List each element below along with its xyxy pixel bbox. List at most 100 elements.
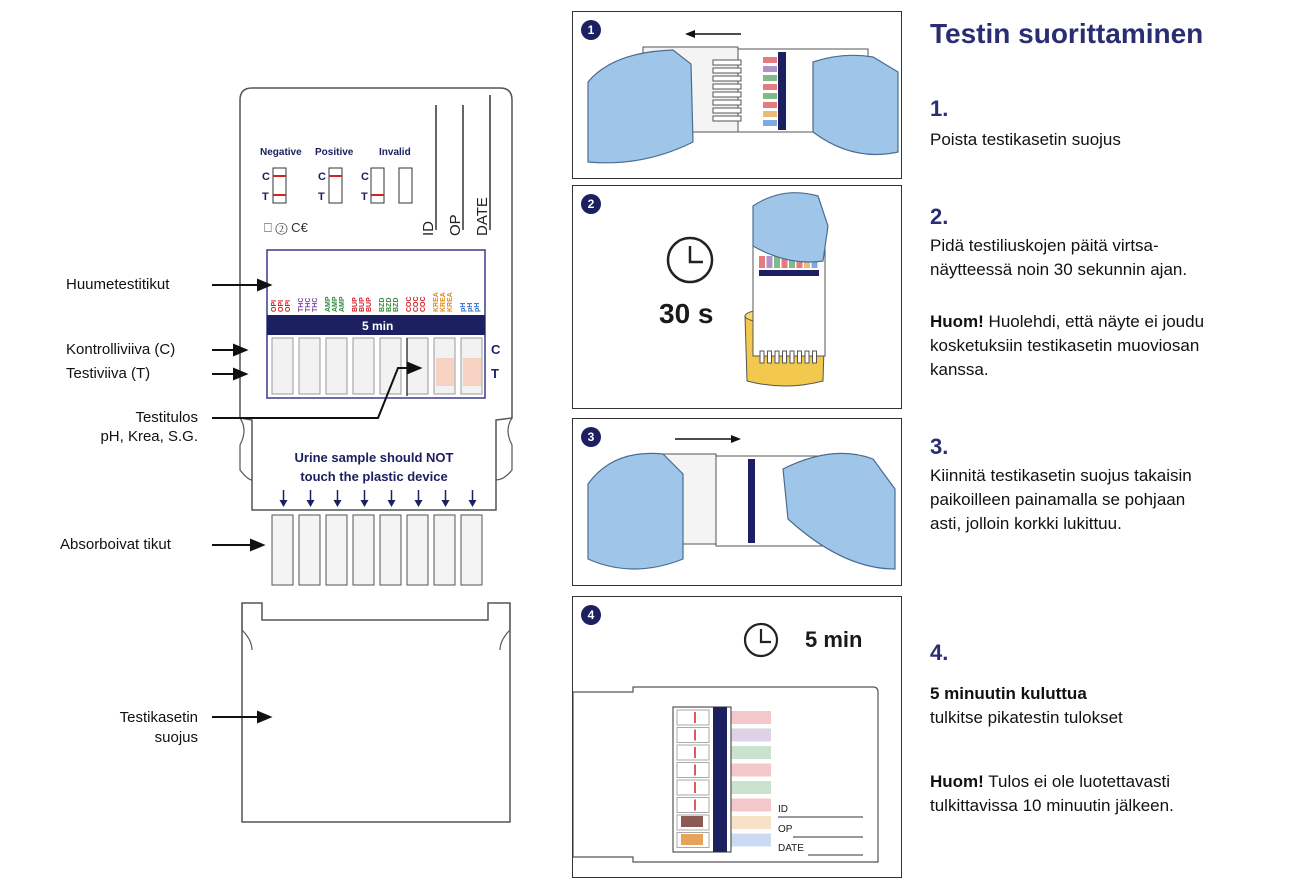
p2-strip-color <box>789 256 795 268</box>
time-30s: 30 s <box>659 298 714 329</box>
clock-icon <box>666 236 714 284</box>
strip-column <box>271 337 294 395</box>
timer-bar <box>267 315 485 335</box>
p1-strip-color <box>763 93 777 99</box>
step-1-illustration <box>587 30 899 164</box>
result-pad <box>463 358 481 386</box>
svg-text:T: T <box>318 191 325 203</box>
strip-label-amp: AMP <box>325 296 332 312</box>
step-4-number: 4. <box>930 640 949 665</box>
absorbent-stick <box>298 514 321 586</box>
p1-strip-color <box>763 120 777 126</box>
p1-strip-color <box>763 84 777 90</box>
strip-label-bup: BUP <box>359 297 366 312</box>
down-arrow-head <box>441 500 450 507</box>
p1-stick <box>712 115 742 122</box>
p4-op: OP <box>778 824 793 835</box>
down-arrow-head <box>279 500 288 507</box>
p1-stick <box>712 91 742 98</box>
p4-strip-window <box>676 727 710 743</box>
id-label: ID <box>420 221 437 236</box>
p4-strip-label <box>731 798 771 812</box>
p2-strip-color <box>759 256 765 268</box>
strip-column <box>379 337 402 395</box>
step-3-text-3: asti, jolloin korkki lukittuu. <box>930 514 1122 533</box>
step-4-text: tulkitse pikatestin tulokset <box>930 708 1123 727</box>
down-arrow-head <box>468 500 477 507</box>
absorbent-stick <box>271 514 294 586</box>
clock-icon-2 <box>743 622 779 658</box>
p4-strip-label <box>731 816 771 829</box>
strip-label-opi: OPI <box>271 300 278 312</box>
ce-marks: ⎕ ② C€ <box>264 220 309 235</box>
step-3-text-2: paikoilleen painamalla se pohjaan <box>930 490 1186 509</box>
p4-strip-window <box>676 744 710 761</box>
label-drug-strips: Huumetestitikut <box>66 276 170 293</box>
p2-stick <box>782 350 787 364</box>
down-arrow-head <box>360 500 369 507</box>
strip-label-thc: THC <box>305 298 312 312</box>
p2-stick <box>789 350 795 364</box>
step-2-badge: 2 <box>581 194 601 214</box>
strip-label-krea: KREA <box>440 292 447 312</box>
svg-text:C: C <box>262 171 270 183</box>
step-2-note-2: kosketuksiin testikasetin muoviosan <box>930 336 1200 355</box>
step-4-note-1: Huom! Tulos ei ole luotettavasti <box>930 772 1170 791</box>
label-control-line: Kontrolliviiva (C) <box>66 341 176 358</box>
svg-text:C: C <box>318 171 326 183</box>
strip-label-coc: COC <box>406 296 413 312</box>
step-2-note-3: kanssa. <box>930 360 989 379</box>
strip-label-bzd: BZD <box>386 298 393 312</box>
p2-stick <box>812 350 817 364</box>
label-cover-1: Testikasetin <box>119 709 198 726</box>
step-4-panel: 4 5 min ID OP DATE <box>572 596 902 878</box>
strip-label-ph: pH <box>474 303 481 312</box>
timer-label: 5 min <box>362 319 393 333</box>
p2-stick <box>797 350 802 364</box>
p4-strip-label <box>731 711 771 724</box>
absorbent-stick <box>379 514 402 586</box>
strip-label-opi: OPI <box>278 300 285 312</box>
p1-stick <box>712 75 742 82</box>
p4-strip-window <box>676 797 710 813</box>
absorbent-stick <box>352 514 375 586</box>
step-1-badge: 1 <box>581 20 601 40</box>
test-cassette-diagram: ID OP DATE Negative Positive Invalid CT … <box>212 87 513 823</box>
label-cover-2: suojus <box>154 729 198 746</box>
p2-stick <box>759 350 765 364</box>
p1-strip-color <box>763 57 777 63</box>
p2-stick <box>804 350 810 364</box>
p4-strip-label <box>731 763 771 777</box>
strip-label-coc: COC <box>413 296 420 312</box>
strip-label-thc: THC <box>298 298 305 312</box>
p4-strip-window <box>676 779 710 796</box>
p1-strip-color <box>763 66 777 72</box>
p4-date: DATE <box>778 843 804 854</box>
step-4-badge: 4 <box>581 605 601 625</box>
step-2-note-bold: Huom! <box>930 312 984 331</box>
strip-label-bzd: BZD <box>379 298 386 312</box>
p4-id: ID <box>778 804 788 815</box>
label-result: Testitulos <box>135 409 198 426</box>
strip-label-bup: BUP <box>366 297 373 312</box>
p1-strip-color <box>763 111 777 117</box>
absorbent-stick <box>460 514 483 586</box>
down-arrow-head <box>414 500 423 507</box>
p4-strip-label <box>731 781 771 794</box>
strip-label-krea: KREA <box>433 292 440 312</box>
label-absorbent: Absorboivat tikut <box>60 536 171 553</box>
down-arrows <box>279 490 477 507</box>
warning-line-2: touch the plastic device <box>300 469 447 484</box>
p2-stick <box>767 350 772 364</box>
step-3-panel: 3 <box>572 418 902 586</box>
svg-text:T: T <box>361 191 368 203</box>
op-label: OP <box>447 214 464 236</box>
step-2-note-1: Huom! Huolehdi, että näyte ei joudu <box>930 312 1205 331</box>
step-3-text-1: Kiinnitä testikasetin suojus takaisin <box>930 466 1192 485</box>
p2-strip-color <box>774 256 780 268</box>
invalid-label: Invalid <box>379 147 411 158</box>
date-label: DATE <box>474 197 491 236</box>
p4-strip-label <box>731 833 771 847</box>
p1-stick <box>712 107 742 114</box>
